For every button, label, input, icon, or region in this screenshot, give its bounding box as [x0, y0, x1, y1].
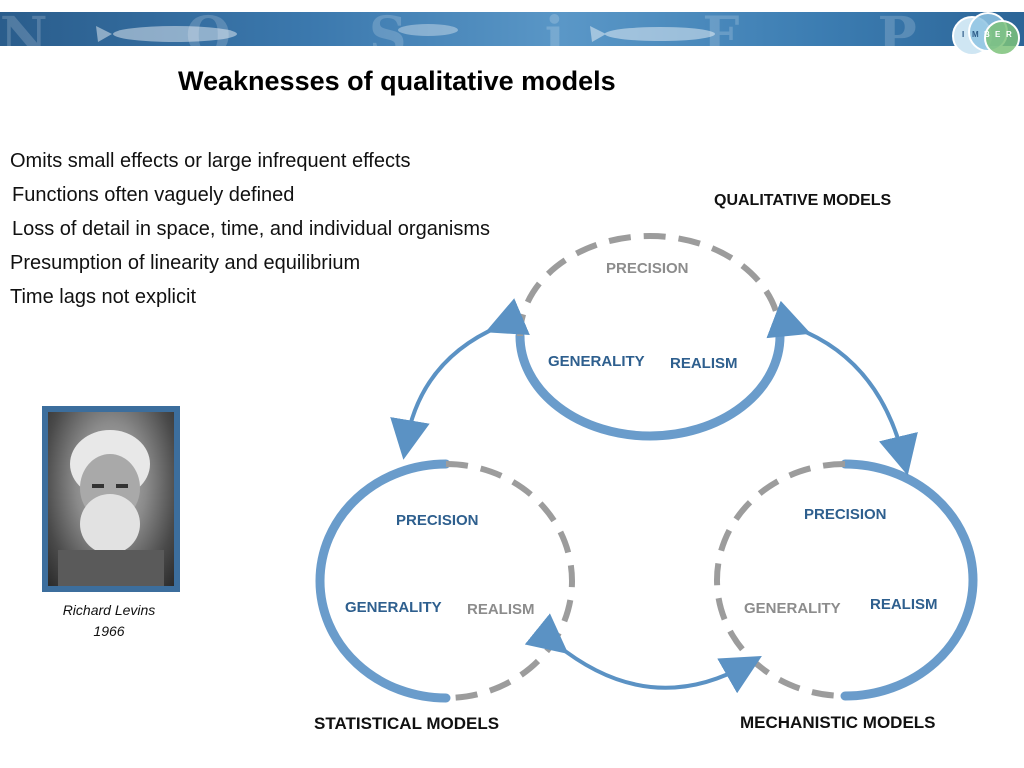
qualitative-heading: QUALITATIVE MODELS: [714, 192, 892, 209]
portrait-photo: [48, 412, 174, 586]
list-item: Functions often vaguely defined: [12, 184, 295, 206]
logo-letter-m: M: [972, 30, 979, 39]
header-banner: N O S i F P o co: [0, 12, 1024, 46]
qualitative-generality-label: GENERALITY: [548, 353, 645, 370]
statistical-circle: [315, 459, 575, 703]
qualitative-precision-label: PRECISION: [606, 260, 689, 277]
portrait-frame: [42, 406, 180, 592]
portrait-caption-name: Richard Levins: [62, 602, 156, 618]
mechanistic-circle: [714, 459, 978, 701]
list-item: Time lags not explicit: [10, 286, 196, 308]
portrait-figure-icon: [58, 430, 164, 586]
statistical-heading: STATISTICAL MODELS: [314, 714, 499, 733]
banner-fish-icon: [96, 24, 715, 42]
mechanistic-realism-label: REALISM: [870, 596, 938, 613]
logo-letter-i: I: [962, 30, 964, 39]
mechanistic-precision-label: PRECISION: [804, 506, 887, 523]
mechanistic-generality-label: GENERALITY: [744, 600, 841, 617]
logo-letter-e: E: [995, 30, 1001, 39]
qualitative-circle: [515, 233, 785, 441]
arrow-qualitative-statistical: [390, 298, 530, 460]
arrow-qualitative-mechanistic: [766, 300, 918, 476]
statistical-generality-label: GENERALITY: [345, 599, 442, 616]
logo-letter-r: R: [1006, 30, 1012, 39]
statistical-realism-label: REALISM: [467, 601, 535, 618]
mechanistic-heading: MECHANISTIC MODELS: [740, 713, 936, 732]
qualitative-realism-label: REALISM: [670, 355, 738, 372]
portrait-caption-year: 1966: [93, 623, 125, 639]
banner-watermark-letters: N O S i F P o co: [0, 12, 1024, 46]
page-title: Weaknesses of qualitative models: [178, 66, 616, 96]
logo-letter-b: B: [984, 30, 990, 39]
statistical-precision-label: PRECISION: [396, 512, 479, 529]
list-item: Loss of detail in space, time, and indiv…: [12, 218, 491, 240]
arrow-statistical-mechanistic: [524, 613, 762, 694]
list-item: Presumption of linearity and equilibrium: [10, 252, 361, 274]
imber-logo: I M B E R: [952, 12, 1020, 56]
list-item: Omits small effects or large infrequent …: [10, 150, 411, 172]
